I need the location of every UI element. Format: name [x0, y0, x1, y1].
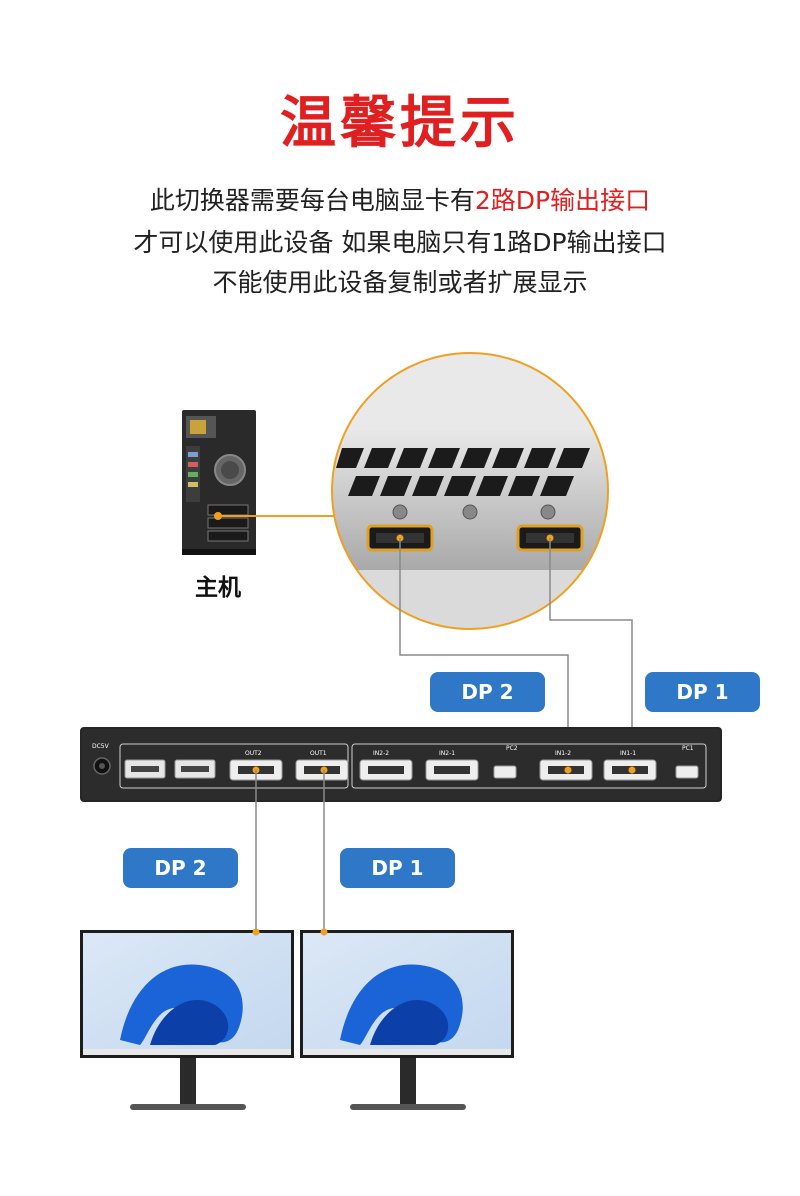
out1-label: OUT1 — [310, 750, 327, 757]
output-dp1-badge: DP 1 — [340, 848, 455, 888]
cable-gpu-dp2-to-in1-2 — [399, 538, 569, 770]
in1-1-label: IN1-1 — [620, 750, 636, 757]
monitor-right-icon — [300, 928, 514, 1110]
in1-2-label: IN1-2 — [555, 750, 571, 757]
power-label: DC5V — [92, 743, 110, 750]
pc-tower-icon — [182, 410, 256, 555]
description-line-3: 不能使用此设备复制或者扩展显示 — [212, 268, 588, 297]
input-dp2-badge: DP 2 — [430, 672, 545, 712]
in2-1-label: IN2-1 — [439, 750, 455, 757]
monitor-left-icon — [80, 928, 294, 1110]
out2-label: OUT2 — [245, 750, 262, 757]
pc2-label: PC2 — [506, 745, 518, 752]
output-dp2-badge: DP 2 — [123, 848, 238, 888]
description-line-2: 才可以使用此设备 如果电脑只有1路DP输出接口 — [133, 228, 667, 257]
in2-2-label: IN2-2 — [373, 750, 389, 757]
cable-gpu-dp1-to-in1-1 — [549, 538, 633, 770]
input-dp1-badge: DP 1 — [645, 672, 760, 712]
leader-dot — [214, 512, 222, 520]
description-line-1-highlight: 2路DP输出接口 — [474, 186, 651, 215]
page-title: 温馨提示 — [280, 91, 520, 156]
description-line-1-text: 此切换器需要每台电脑显卡有 — [149, 186, 475, 215]
kvm-switch: DC5V OUT2 OUT1 IN2-2 IN2-1 PC2 IN1-2 IN1… — [80, 727, 722, 802]
pc1-label: PC1 — [682, 745, 694, 752]
graphics-card-zoom — [331, 352, 609, 630]
description-line-1: 此切换器需要每台电脑显卡有2路DP输出接口 — [0, 188, 800, 213]
pc-label: 主机 — [195, 575, 241, 601]
